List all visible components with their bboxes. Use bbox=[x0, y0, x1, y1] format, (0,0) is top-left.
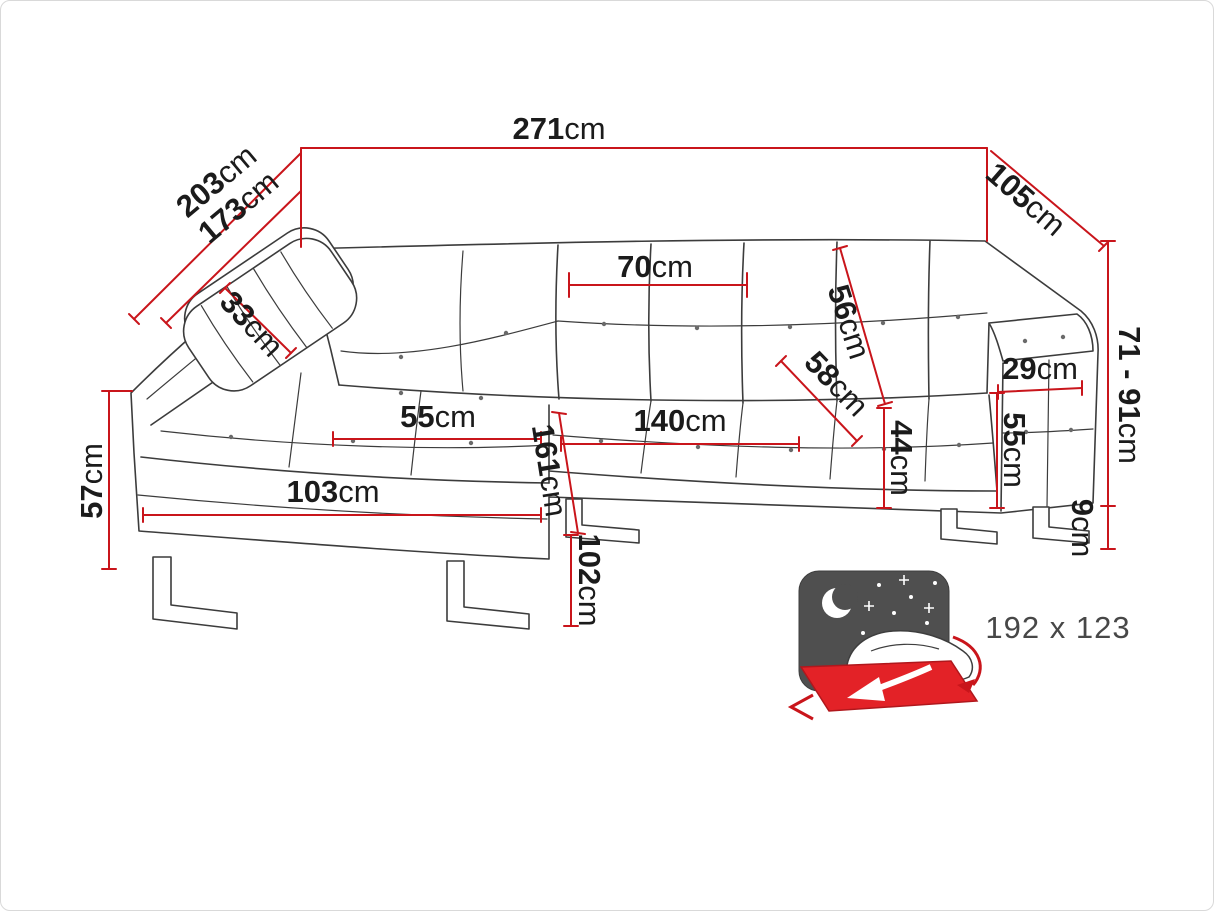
unfold-arrow-red bbox=[787, 635, 982, 721]
sofa-legs bbox=[152, 498, 1090, 630]
sofa-bed-icon: 192 x 123 bbox=[787, 570, 1130, 721]
dim-label-height-range: 71 - 91cm bbox=[1112, 326, 1147, 464]
sofa-illustration bbox=[130, 227, 1099, 630]
dim-label-armrest-width: 29cm bbox=[1002, 351, 1078, 386]
dim-line-chaise-front-width bbox=[142, 507, 542, 523]
dim-label-back-cushion-width: 70cm bbox=[617, 249, 693, 284]
dim-line-backrest-height bbox=[832, 245, 893, 407]
dim-label-leg-height: 9cm bbox=[1065, 499, 1100, 558]
dim-label-bed-depth: 102cm bbox=[572, 533, 607, 626]
dim-label-armrest-height: 55cm bbox=[997, 412, 1032, 488]
dim-line-depth-outer bbox=[128, 152, 302, 325]
dim-line-chaise-front-height bbox=[101, 390, 133, 570]
dim-label-chaise-front-width: 103cm bbox=[286, 474, 379, 509]
dim-line-total-width bbox=[300, 147, 988, 248]
dim-line-chaise-length bbox=[551, 411, 586, 535]
dim-line-height-range bbox=[1100, 240, 1116, 550]
unfold-arrow-white bbox=[847, 664, 933, 701]
dim-line-seat-front-width bbox=[560, 436, 800, 452]
corner-pillow bbox=[182, 227, 358, 392]
dim-line-depth-inner bbox=[160, 190, 302, 329]
sleeping-area-label: 192 x 123 bbox=[985, 610, 1130, 645]
dim-label-chaise-length: 161cm bbox=[525, 422, 574, 519]
dim-label-seat-front-width: 140cm bbox=[633, 403, 726, 438]
dim-label-total-width: 271cm bbox=[512, 111, 605, 146]
dim-label-right-side-depth: 105cm bbox=[979, 155, 1072, 242]
dim-line-back-cushion-width bbox=[568, 272, 748, 298]
dimension-annotations bbox=[101, 147, 1116, 627]
button-tufts bbox=[228, 314, 1074, 453]
dim-label-seat-height: 44cm bbox=[884, 420, 919, 496]
dim-line-seat-depth bbox=[775, 355, 863, 447]
stars-icons bbox=[861, 575, 938, 651]
dim-line-corner-pillow bbox=[219, 282, 297, 359]
moon-icon bbox=[822, 584, 858, 618]
dim-line-chaise-cushion-width bbox=[332, 431, 542, 447]
dim-line-bed-depth bbox=[563, 534, 579, 627]
dim-label-chaise-cushion-width: 55cm bbox=[400, 399, 476, 434]
dim-line-armrest-height bbox=[989, 392, 1005, 509]
dim-label-chaise-front-height: 57cm bbox=[74, 443, 109, 519]
dim-line-seat-height bbox=[876, 407, 892, 509]
